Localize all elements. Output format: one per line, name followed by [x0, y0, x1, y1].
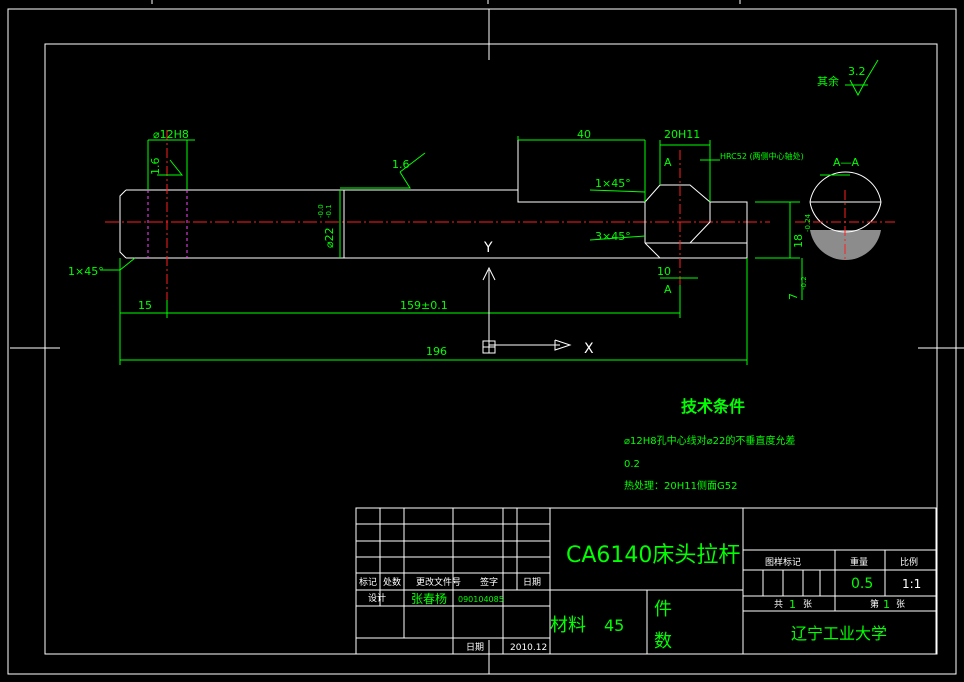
- count-label-1: 件: [654, 599, 672, 620]
- weight-header: 重量: [850, 556, 868, 568]
- sheets-total-label: 共: [774, 599, 783, 610]
- tech-notes: 技术条件 ⌀12H8孔中心线对⌀22的不垂直度允差 0.2 热处理：20H11侧…: [624, 397, 795, 492]
- scale-header: 比例: [900, 556, 918, 568]
- shaft-outline: [119, 140, 748, 259]
- dim-length-15: 15: [138, 299, 152, 312]
- ucs-y-label: Y: [483, 240, 493, 256]
- dim-length-159: 159±0.1: [400, 299, 448, 312]
- weight-value: 0.5: [851, 576, 873, 592]
- hardness-note: HRC52 (两侧中心轴处): [720, 151, 804, 161]
- dim-chamfer-1: 1×45°: [595, 177, 631, 190]
- designer-label: 设计: [368, 592, 386, 604]
- dimension-texts: 其余 3.2 ⌀12H8 1.6 40 20H11 A HRC52 (两侧中心轴…: [68, 65, 866, 358]
- sheet-unit-2: 张: [896, 599, 905, 610]
- rev-header-sign: 签字: [480, 576, 498, 588]
- roughness-label: 其余: [817, 74, 839, 88]
- material-label: 材料: [550, 615, 586, 636]
- tech-note-line-2: 0.2: [624, 459, 640, 470]
- sheets-unit: 张: [803, 599, 812, 610]
- ucs-x-label: X: [584, 341, 594, 357]
- dim-height-18-tol: -0.24: [804, 213, 812, 232]
- dim-chamfer-2: 3×45°: [595, 230, 631, 243]
- hole-hidden-lines: [147, 190, 188, 258]
- dim-height-18: 18: [792, 234, 805, 248]
- section-mark-bottom: A: [664, 283, 672, 296]
- section-mark-top: A: [664, 156, 672, 169]
- roughness-value: 3.2: [848, 65, 866, 78]
- dim-shaft-tol-upper: -0.0: [317, 204, 325, 218]
- dim-chamfer-left: 1×45°: [68, 265, 104, 278]
- rev-header-count: 处数: [383, 576, 401, 588]
- dim-shaft-dia: ⌀22: [323, 227, 336, 248]
- title-block-grid: [355, 507, 937, 655]
- date-label: 日期: [466, 642, 484, 653]
- dim-slot-width: 20H11: [664, 128, 700, 141]
- scale-value: 1:1: [902, 577, 921, 591]
- ucs-icon: [482, 266, 572, 354]
- designer-name: 张春杨: [411, 591, 447, 606]
- sheets-total: 1: [789, 598, 796, 611]
- section-view: [795, 171, 895, 261]
- dim-length-40: 40: [577, 128, 591, 141]
- dim-length-10: 10: [657, 265, 671, 278]
- mark-header: 图样标记: [765, 556, 801, 568]
- dimension-lines: [100, 59, 879, 365]
- part-name: CA6140床头拉杆: [566, 543, 740, 568]
- dim-shaft-tol-lower: -0.1: [325, 204, 333, 218]
- rev-header-date: 日期: [523, 577, 541, 588]
- dim-roughness-shaft: 1.6: [392, 158, 410, 171]
- material-value: 45: [604, 616, 624, 635]
- dim-depth-7: 7: [787, 293, 800, 300]
- date-value: 2010.12: [510, 643, 547, 653]
- company-name: 辽宁工业大学: [791, 624, 887, 643]
- sheet-no: 1: [883, 598, 890, 611]
- count-label-2: 数: [654, 631, 672, 652]
- dim-length-196: 196: [426, 345, 447, 358]
- student-id: 090104085: [458, 595, 504, 604]
- dim-hole-dia: ⌀12H8: [153, 128, 189, 141]
- rev-header-doc: 更改文件号: [416, 576, 461, 588]
- tech-note-line-1: ⌀12H8孔中心线对⌀22的不垂直度允差: [624, 434, 795, 447]
- tech-note-line-3: 热处理：20H11侧面G52: [624, 479, 737, 492]
- title-block-texts: CA6140床头拉杆 标记 处数 更改文件号 签字 日期 设计 张春杨 0901…: [359, 543, 921, 653]
- rev-header-mark: 标记: [359, 576, 377, 588]
- sheet-no-label: 第: [870, 598, 879, 610]
- tech-notes-title: 技术条件: [681, 397, 745, 416]
- dim-roughness-hole: 1.6: [149, 158, 162, 176]
- dim-depth-7-tol: -0.2: [800, 276, 808, 290]
- section-label: A—A: [833, 156, 860, 169]
